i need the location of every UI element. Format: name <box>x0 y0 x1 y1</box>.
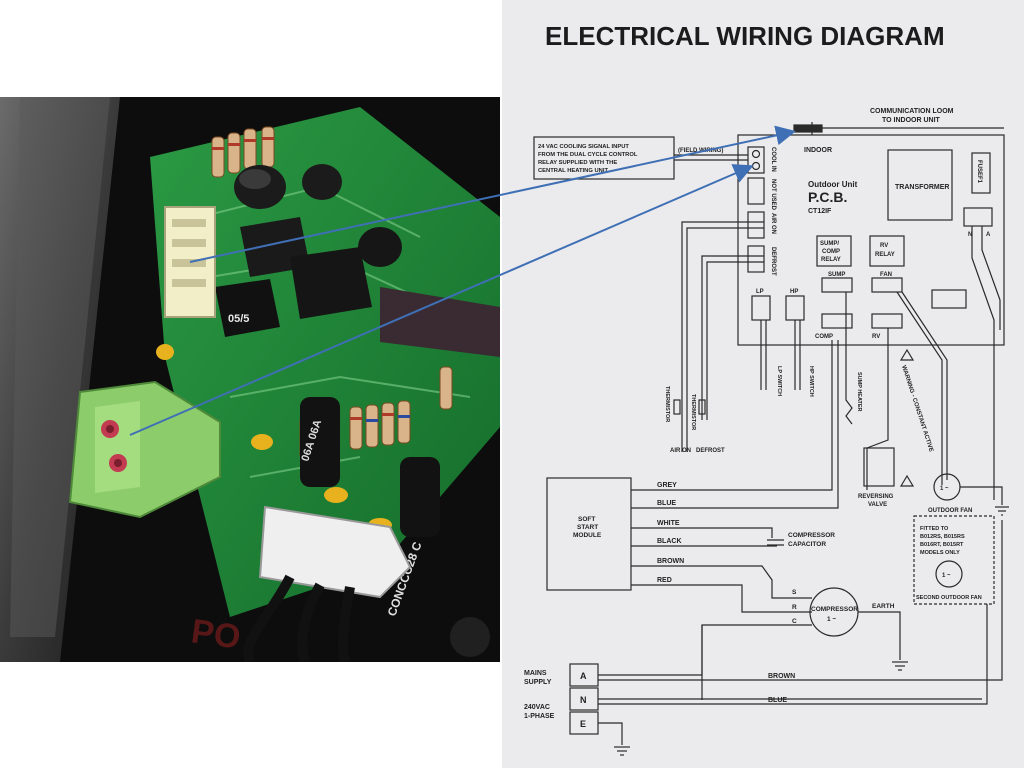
reversing-valve <box>863 447 895 487</box>
wire-label-blue: BLUE <box>657 500 676 507</box>
pcb-label: P.C.B. <box>808 189 847 205</box>
lp-switch-label: LP SWITCH <box>776 366 782 396</box>
hp-switch-label: HP SWITCH <box>808 366 814 397</box>
sump-heater-label: SUMP HEATER <box>856 372 862 412</box>
capacitor-label-line-2: CAPACITOR <box>788 541 826 548</box>
fitted-note-line-1: FITTED TO <box>920 526 949 532</box>
compressor-label: COMPRESSOR <box>811 606 858 613</box>
sump-relay-line-2: COMP <box>822 249 840 255</box>
capacitor-label-line-1: COMPRESSOR <box>788 532 835 539</box>
voltage-line-1: 240VAC <box>524 704 550 711</box>
fitted-note-line-2: B012RS, B015RS <box>920 534 965 540</box>
mains-supply-line-1: MAINS <box>524 670 547 677</box>
board-print-1: 05/5 <box>228 313 249 325</box>
fuse-a-label: A <box>986 232 991 238</box>
pcb-outline <box>737 134 1005 346</box>
second-fan-symbol: 1 ~ <box>942 573 951 579</box>
defrost-label: DEFROST <box>770 247 776 276</box>
terminal-e-label: E <box>580 719 586 729</box>
signal-note-line-4: CENTRAL HEATING UNIT <box>538 168 608 174</box>
signal-note-line-3: RELAY SUPPLIED WITH THE <box>538 160 617 166</box>
compressor-s-label: S <box>792 589 797 596</box>
pcb-model-label: CT12IF <box>808 208 832 215</box>
transformer <box>887 149 953 221</box>
rv-relay-line-2: RELAY <box>875 252 895 258</box>
lp-label: LP <box>756 289 764 295</box>
air-on-bottom-label: AIR ON <box>670 448 691 454</box>
soft-start-module <box>546 477 632 591</box>
rv-relay <box>869 235 905 267</box>
sump-relay-line-3: RELAY <box>821 257 841 263</box>
compressor-c-label: C <box>792 618 797 625</box>
communication-loom-label: COMMUNICATION LOOM <box>870 108 954 115</box>
green-terminal-block <box>68 380 221 519</box>
sump-relay-line-1: SUMP/ <box>820 241 839 247</box>
fitted-note-line-3: B016RT, B015RT <box>920 542 964 548</box>
fuse-label: FUSEF1 <box>976 160 982 184</box>
cool-in-connector <box>747 146 765 174</box>
fan-label: FAN <box>880 272 892 278</box>
reversing-valve-line-1: REVERSING <box>858 494 894 500</box>
voltage-line-2: 1-PHASE <box>524 713 555 720</box>
fuse-n-label: N <box>968 232 972 238</box>
thermistor-label-1: THERMISTOR <box>664 386 670 422</box>
arrow-connector-to-indoor <box>189 125 796 263</box>
outdoor-fan-symbol: 1 ~ <box>940 486 949 492</box>
wiring-diagram: ELECTRICAL WIRING DIAGRAM <box>502 0 1024 768</box>
terminal-a-label: A <box>580 671 587 681</box>
thermistor-label-2: THERMISTOR <box>690 394 696 430</box>
indoor-label: INDOOR <box>804 147 832 154</box>
wire-label-brown: BROWN <box>657 558 684 565</box>
arrow-terminal-to-cool-in <box>129 164 754 436</box>
soft-start-line-2: START <box>577 524 598 531</box>
outdoor-fan-label: OUTDOOR FAN <box>928 508 972 514</box>
fitted-note-line-4: MODELS ONLY <box>920 550 960 556</box>
wire-label-white: WHITE <box>657 520 680 527</box>
comp-label: COMP <box>815 334 833 340</box>
cool-in-label: COOL IN <box>770 147 776 172</box>
soft-start-line-1: SOFT <box>578 516 595 523</box>
reversing-valve-line-2: VALVE <box>868 502 887 508</box>
soft-start-line-3: MODULE <box>573 532 602 539</box>
outdoor-unit-label: Outdoor Unit <box>808 180 858 189</box>
sump-comp-relay <box>816 235 852 267</box>
not-used-label: NOT USED <box>770 179 776 211</box>
sump-label: SUMP <box>828 272 845 278</box>
wire-label-red: RED <box>657 577 672 584</box>
diagram-title: ELECTRICAL WIRING DIAGRAM <box>545 21 945 51</box>
compressor-symbol: 1 ~ <box>827 616 836 623</box>
mains-brown-label: BROWN <box>768 673 795 680</box>
svg-text:PO: PO <box>189 612 243 656</box>
second-outdoor-fan-label: SECOND OUTDOOR FAN <box>916 595 982 601</box>
hp-label: HP <box>790 289 798 295</box>
signal-note-line-2: FROM THE DUAL CYCLE CONTROL <box>538 152 638 158</box>
pcb-photo: 05/5 06A 06A CONCCC28 C PO <box>0 97 500 662</box>
wire-label-black: BLACK <box>657 538 682 545</box>
second-fan-box <box>913 515 995 605</box>
signal-note-line-1: 24 VAC COOLING SIGNAL INPUT <box>538 144 629 150</box>
transformer-label: TRANSFORMER <box>895 184 949 191</box>
terminal-n-label: N <box>580 695 587 705</box>
earth-label: EARTH <box>872 603 895 610</box>
ic-chips <box>215 217 500 357</box>
rv-label: RV <box>872 334 880 340</box>
wire-label-grey: GREY <box>657 482 677 489</box>
defrost-bottom-label: DEFROST <box>696 448 725 454</box>
white-plug <box>243 505 412 662</box>
compressor-r-label: R <box>792 604 797 611</box>
rv-relay-line-1: RV <box>880 243 888 249</box>
capacitors <box>234 164 490 657</box>
mains-blue-label: BLUE <box>768 697 787 704</box>
mains-supply-line-2: SUPPLY <box>524 679 552 686</box>
to-indoor-unit-label: TO INDOOR UNIT <box>882 117 941 124</box>
air-on-label: AIR ON <box>770 213 776 234</box>
